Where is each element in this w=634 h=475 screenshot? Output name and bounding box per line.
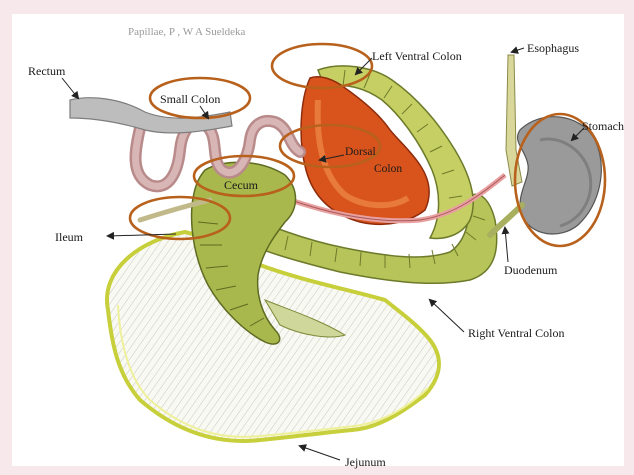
label-dorsal-colon-line2: Colon <box>374 163 402 175</box>
label-cecum: Cecum <box>224 178 259 192</box>
label-duodenum: Duodenum <box>504 263 558 277</box>
label-small-colon: Small Colon <box>160 92 220 106</box>
label-rectum: Rectum <box>28 64 66 78</box>
leader-right-ventral-colon <box>430 300 464 332</box>
label-stomach: Stomach <box>582 119 624 133</box>
label-left-ventral-colon: Left Ventral Colon <box>372 49 462 63</box>
leader-duodenum <box>505 228 508 262</box>
leader-jejunum <box>300 446 340 460</box>
label-dorsal-colon-line1: Dorsal <box>345 146 376 158</box>
label-right-ventral-colon: Right Ventral Colon <box>468 326 564 340</box>
label-jejunum: Jejunum <box>345 455 386 469</box>
label-esophagus: Esophagus <box>527 41 579 55</box>
leader-esophagus <box>512 48 524 52</box>
esophagus <box>506 55 522 186</box>
header-text: Papillae, P , W A Sueldeka <box>128 26 246 38</box>
leader-rectum <box>62 78 78 98</box>
label-ileum: Ileum <box>55 230 84 244</box>
